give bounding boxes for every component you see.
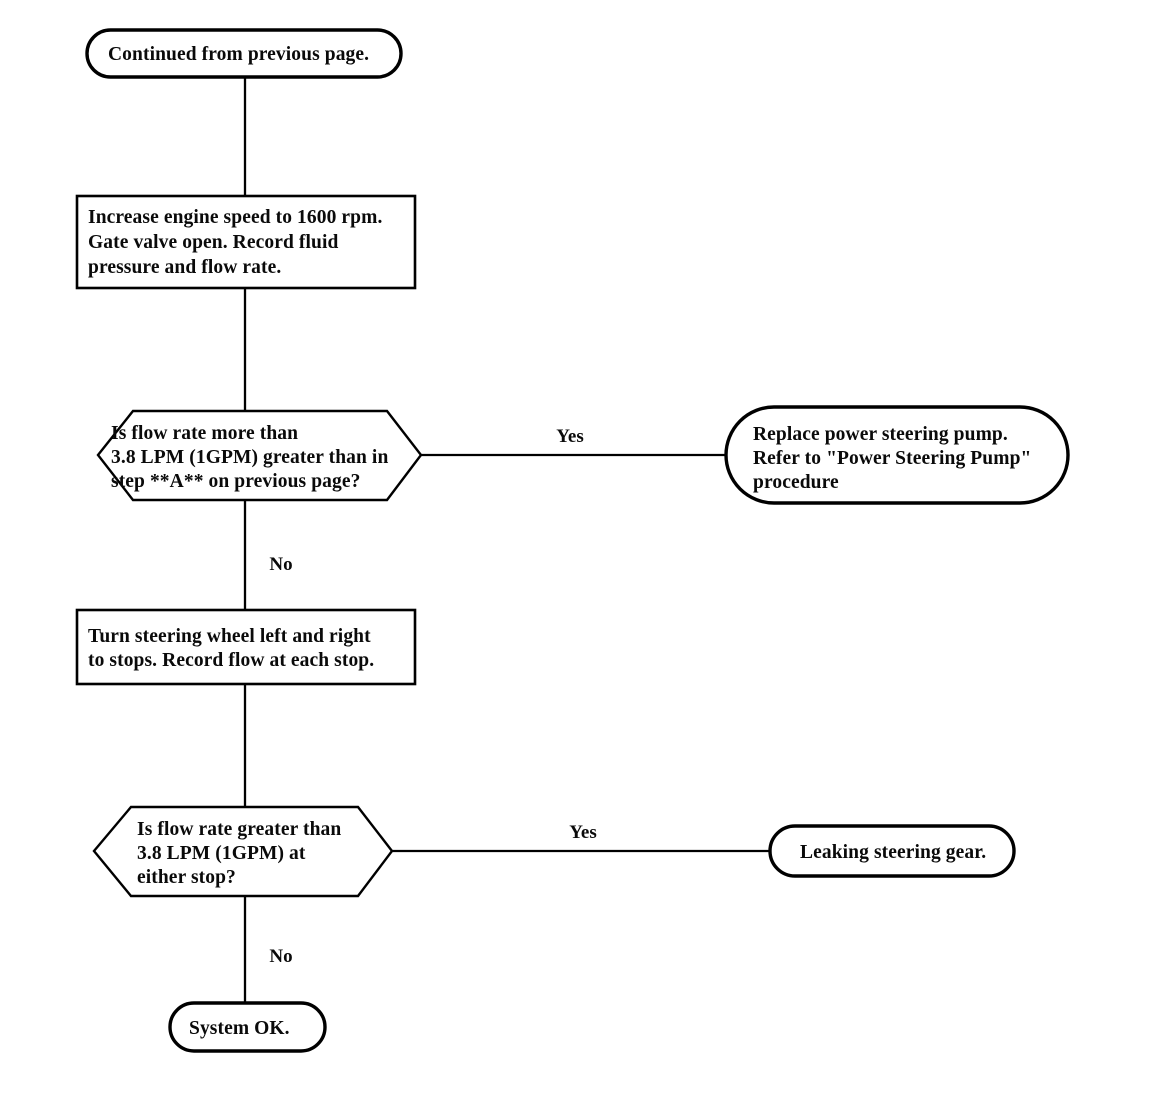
node-flow-rate-comparison-decision[interactable]: Is flow rate more than 3.8 LPM (1GPM) gr… (96, 409, 423, 502)
node-label-line: 3.8 LPM (1GPM) greater than in (111, 447, 388, 468)
edge-label-group: Yes No Yes No (269, 426, 596, 967)
node-label-line: Gate valve open. Record fluid (88, 232, 338, 253)
edge-label-yes-1: Yes (556, 426, 583, 447)
node-label-line: to stops. Record flow at each stop. (88, 650, 374, 671)
node-replace-power-steering-pump[interactable]: Replace power steering pump. Refer to "P… (724, 405, 1070, 505)
process-shape (75, 194, 417, 290)
decision-shape (96, 409, 423, 502)
edge-label-no-2: No (269, 946, 292, 967)
node-leaking-steering-gear[interactable]: Leaking steering gear. (768, 824, 1016, 878)
node-label-line: Leaking steering gear. (800, 842, 986, 863)
node-label-line: 3.8 LPM (1GPM) at (137, 843, 306, 864)
terminal-shape (724, 405, 1070, 505)
decision-shape (92, 805, 394, 898)
node-turn-steering-wheel-step[interactable]: Turn steering wheel left and right to st… (75, 608, 417, 686)
node-label-line: Is flow rate greater than (137, 819, 341, 840)
terminal-shape (768, 824, 1016, 878)
node-label-line: either stop? (137, 867, 236, 888)
node-label-line: Is flow rate more than (111, 423, 298, 444)
connector-group (243, 77, 770, 1003)
node-label-line: System OK. (189, 1018, 290, 1039)
process-shape (75, 608, 417, 686)
node-label-line: Continued from previous page. (108, 44, 369, 65)
edge-label-yes-2: Yes (569, 822, 596, 843)
node-system-ok[interactable]: System OK. (168, 1001, 327, 1053)
node-label-line: Replace power steering pump. (753, 424, 1008, 445)
node-flow-rate-at-stop-decision[interactable]: Is flow rate greater than 3.8 LPM (1GPM)… (92, 805, 394, 898)
node-label-line: procedure (753, 472, 839, 493)
terminal-shape (168, 1001, 327, 1053)
node-label-line: Refer to "Power Steering Pump" (753, 448, 1031, 469)
terminal-shape (85, 28, 403, 79)
node-continued-from-previous-page[interactable]: Continued from previous page. (85, 28, 403, 79)
node-label-line: Turn steering wheel left and right (88, 626, 371, 647)
node-label-line: Increase engine speed to 1600 rpm. (88, 207, 382, 228)
node-label-line: pressure and flow rate. (88, 257, 281, 278)
node-increase-engine-speed-step[interactable]: Increase engine speed to 1600 rpm. Gate … (75, 194, 417, 290)
edge-label-no-1: No (269, 554, 292, 575)
node-label-line: step **A** on previous page? (111, 471, 360, 492)
